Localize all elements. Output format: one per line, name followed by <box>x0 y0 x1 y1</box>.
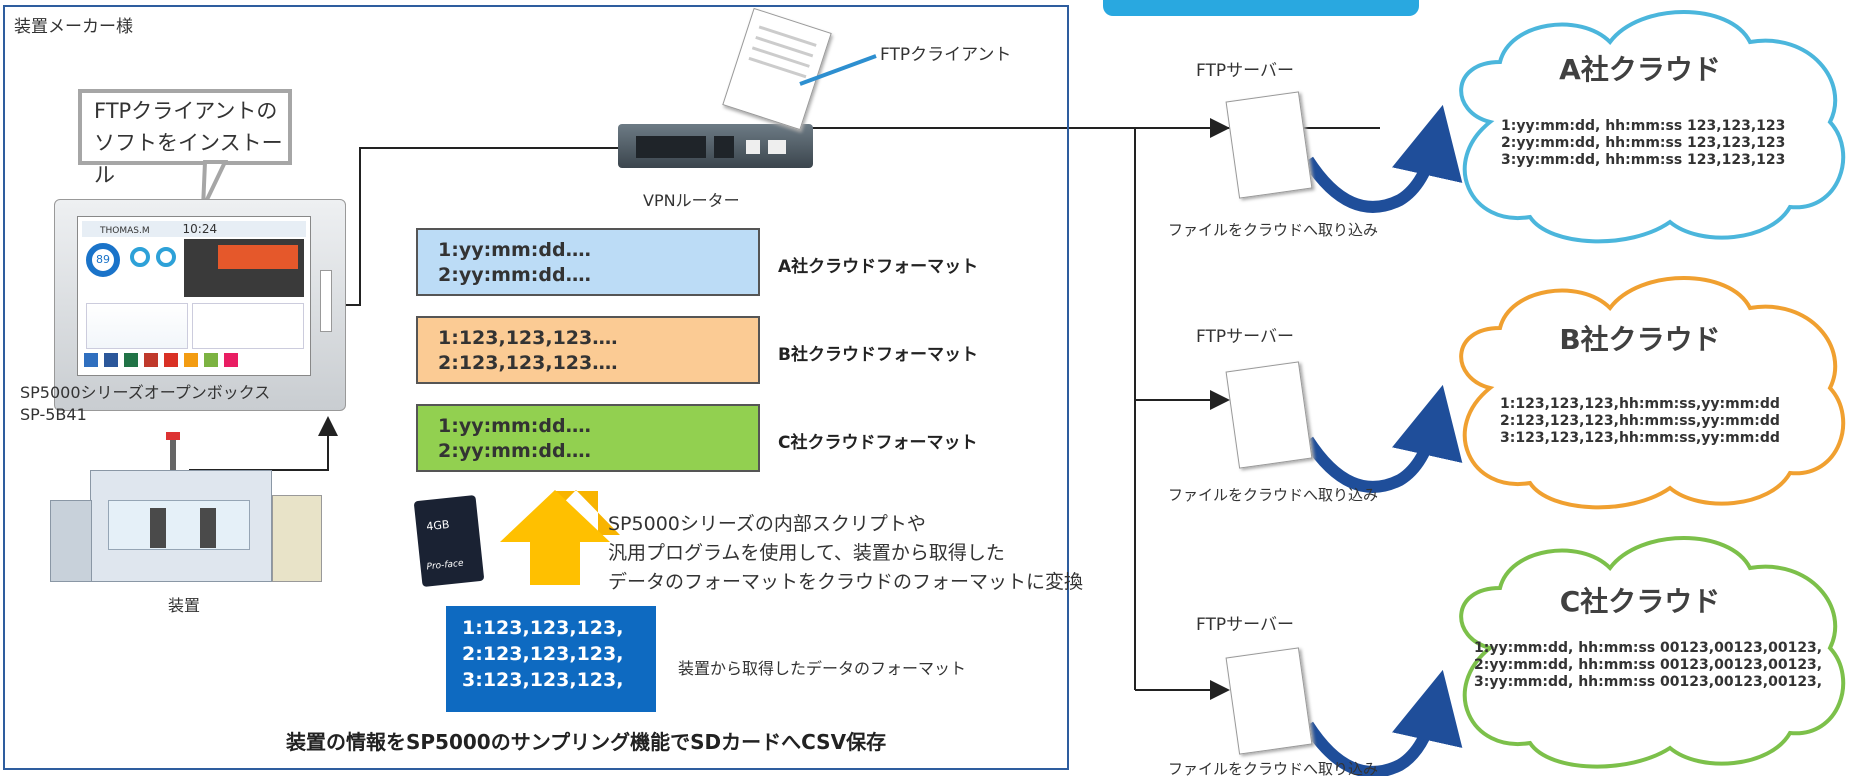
source-line1: 1:123,123,123, <box>462 617 624 639</box>
format-c-line1: 1:yy:mm:dd‥‥ <box>438 415 591 437</box>
cloud-a-shape <box>1459 10 1846 244</box>
machine-label: 装置 <box>168 596 201 615</box>
machine-illustration <box>50 432 340 590</box>
cloud-a-line2: 2:yy:mm:dd, hh:mm:ss 123,123,123 <box>1501 135 1786 151</box>
source-line3: 3:123,123,123, <box>462 669 624 691</box>
cloud-a-line3: 3:yy:mm:dd, hh:mm:ss 123,123,123 <box>1501 152 1786 168</box>
server-b-caption: ファイルをクラウドへ取り込み <box>1168 486 1379 504</box>
server-c-label: FTPサーバー <box>1196 615 1294 635</box>
top-banner <box>1103 0 1419 16</box>
vpn-router <box>618 110 813 168</box>
conversion-line2: 汎用プログラムを使用して、装置から取得した <box>608 542 1005 564</box>
source-line2: 2:123,123,123, <box>462 643 624 665</box>
conversion-line3: データのフォーマットをクラウドのフォーマットに変換 <box>608 571 1084 593</box>
hmi-model-line1: SP5000シリーズオープンボックス <box>20 383 271 402</box>
gauge-icon: 89 <box>86 243 120 277</box>
server-b-label: FTPサーバー <box>1196 327 1294 347</box>
hmi-screen: THOMAS.M 10:24 89 <box>77 216 311 376</box>
sd-brand: Pro-face <box>426 558 465 573</box>
server-b-document-icon <box>1225 361 1313 469</box>
cloud-b-line3: 3:123,123,123,hh:mm:ss,yy:mm:dd <box>1500 430 1780 446</box>
format-a-label: A社クラウドフォーマット <box>778 257 979 277</box>
sd-capacity: 4GB <box>425 517 451 534</box>
server-a-label: FTPサーバー <box>1196 61 1294 81</box>
router-label: VPNルーター <box>643 191 740 210</box>
format-a-line2: 2:yy:mm:dd‥‥ <box>438 264 591 286</box>
format-b-label: B社クラウドフォーマット <box>778 345 978 365</box>
conversion-line1: SP5000シリーズの内部スクリプトや <box>608 513 926 535</box>
cloud-b-line2: 2:123,123,123,hh:mm:ss,yy:mm:dd <box>1500 413 1780 429</box>
format-box-a: 1:yy:mm:dd‥‥ 2:yy:mm:dd‥‥ <box>416 228 760 296</box>
server-c-caption: ファイルをクラウドへ取り込み <box>1168 760 1379 778</box>
cloud-b-title: B社クラウド <box>1559 323 1721 356</box>
cloud-c-shape <box>1459 536 1846 769</box>
upload-arrow-a <box>1302 104 1463 213</box>
hmi-user: THOMAS.M <box>100 226 150 236</box>
format-c-label: C社クラウドフォーマット <box>778 433 978 453</box>
cloud-b-line1: 1:123,123,123,hh:mm:ss,yy:mm:dd <box>1500 396 1780 412</box>
cloud-c-line2: 2:yy:mm:dd, hh:mm:ss 00123,00123,00123, <box>1474 657 1823 673</box>
callout-line2: ソフトをインストール <box>94 131 283 187</box>
server-c-document-icon <box>1225 647 1313 755</box>
format-box-c: 1:yy:mm:dd‥‥ 2:yy:mm:dd‥‥ <box>416 404 760 472</box>
upload-arrow-c <box>1302 669 1463 776</box>
hmi-router-line <box>344 147 618 306</box>
format-b-line1: 1:123,123,123‥‥ <box>438 327 618 349</box>
maker-box <box>3 5 1069 770</box>
callout-line1: FTPクライアントの <box>94 99 278 123</box>
server-a-caption: ファイルをクラウドへ取り込み <box>1168 221 1379 239</box>
source-format-label: 装置から取得したデータのフォーマット <box>678 659 967 678</box>
upload-arrow-b <box>1302 384 1463 493</box>
sd-card-icon: 4GB Pro-face <box>413 494 485 588</box>
install-callout: FTPクライアントの ソフトをインストール <box>78 89 292 187</box>
maker-label: 装置メーカー様 <box>14 17 133 37</box>
cloud-a-title: A社クラウド <box>1559 53 1721 86</box>
format-box-b: 1:123,123,123‥‥ 2:123,123,123‥‥ <box>416 316 760 384</box>
format-b-line2: 2:123,123,123‥‥ <box>438 352 618 374</box>
hmi-device: THOMAS.M 10:24 89 <box>54 199 346 411</box>
maker-footer: 装置の情報をSP5000のサンプリング機能でSDカードへCSV保存 <box>286 730 887 754</box>
ftp-client-label: FTPクライアント <box>880 45 1012 65</box>
format-a-line1: 1:yy:mm:dd‥‥ <box>438 239 591 261</box>
cloud-c-title: C社クラウド <box>1559 585 1721 618</box>
hmi-time: 10:24 <box>182 222 218 236</box>
cloud-b-shape <box>1459 276 1846 510</box>
cloud-c-line1: 1:yy:mm:dd, hh:mm:ss 00123,00123,00123, <box>1474 640 1823 656</box>
cloud-c-line3: 3:yy:mm:dd, hh:mm:ss 00123,00123,00123, <box>1474 674 1823 690</box>
hmi-model-line2: SP-5B41 <box>20 405 87 424</box>
source-format-box: 1:123,123,123, 2:123,123,123, 3:123,123,… <box>446 606 656 712</box>
format-c-line2: 2:yy:mm:dd‥‥ <box>438 440 591 462</box>
up-arrow-icon <box>500 490 610 585</box>
server-a-document-icon <box>1225 91 1313 199</box>
cloud-a-line1: 1:yy:mm:dd, hh:mm:ss 123,123,123 <box>1501 118 1786 134</box>
